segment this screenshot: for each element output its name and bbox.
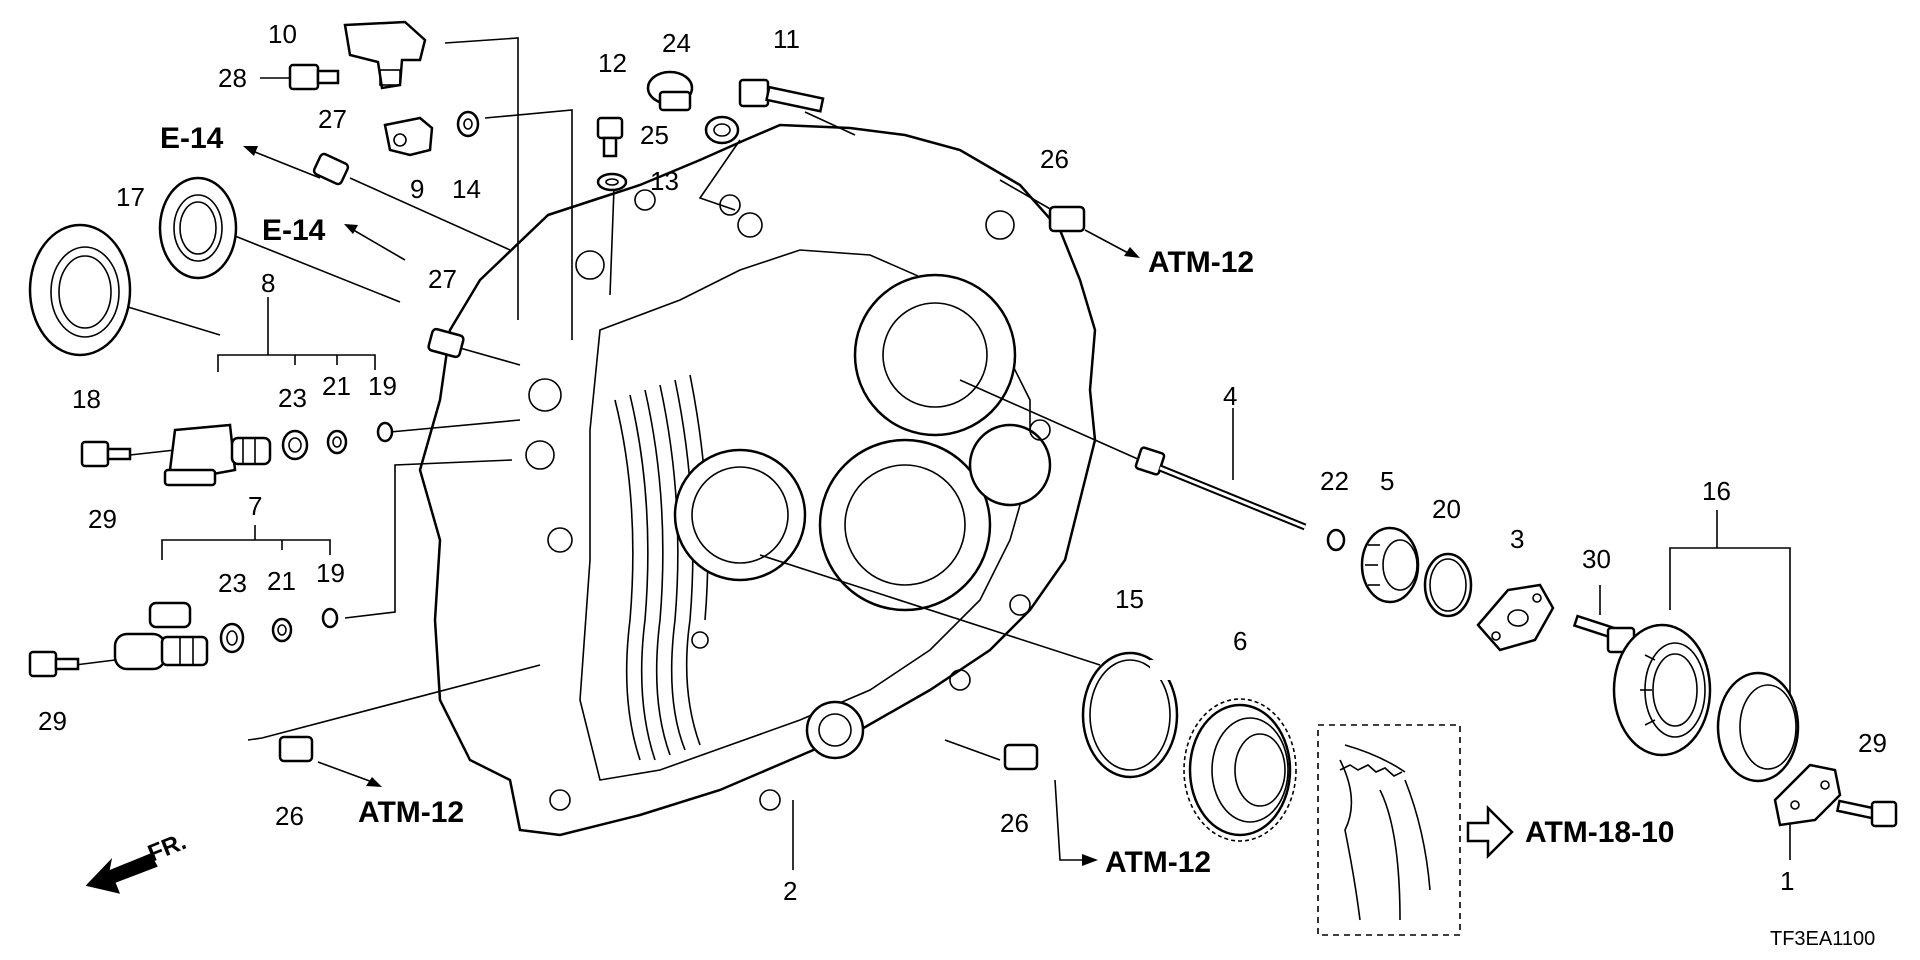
part-26-dowel-lower-right — [1003, 743, 1039, 771]
callout-19a: 19 — [368, 371, 397, 401]
callout-17: 17 — [116, 182, 145, 212]
part-19-oring-lower — [321, 607, 339, 629]
part-19-oring-upper — [376, 421, 394, 443]
callout-4: 4 — [1223, 381, 1237, 411]
part-3-plate — [1476, 583, 1555, 652]
callout-14: 14 — [452, 174, 481, 204]
atm-18-10-arrow — [1466, 804, 1514, 860]
ref-atm12-upper: ATM-12 — [1148, 246, 1254, 279]
callout-22: 22 — [1320, 466, 1349, 496]
part-27-dowel-upper — [312, 152, 350, 186]
part-8-solenoid — [163, 423, 272, 487]
part-12-bolt — [596, 116, 624, 158]
callout-numbers: 1 2 3 4 5 6 7 8 9 10 11 12 13 14 15 16 1… — [38, 19, 1887, 906]
callout-8: 8 — [261, 268, 275, 298]
callout-6: 6 — [1233, 626, 1247, 656]
callout-25: 25 — [640, 120, 669, 150]
ref-atm12-left: ATM-12 — [358, 796, 464, 829]
part-23-oring-upper — [281, 429, 309, 461]
part-6-parking-gear — [1183, 698, 1297, 842]
callout-30: 30 — [1582, 544, 1611, 574]
callout-28: 28 — [218, 63, 247, 93]
callout-5: 5 — [1380, 466, 1394, 496]
part-18-oil-seal — [28, 223, 132, 357]
callout-11: 11 — [773, 24, 800, 54]
callout-26c: 26 — [1000, 808, 1029, 838]
part-4-shaft — [1134, 446, 1307, 531]
callout-20: 20 — [1432, 494, 1461, 524]
part-15-snap-ring — [1081, 651, 1179, 779]
callout-3: 3 — [1510, 524, 1524, 554]
part-24-plug — [646, 70, 694, 112]
diagram-code: TF3EA1100 — [1770, 928, 1875, 950]
callout-23b: 23 — [218, 568, 247, 598]
callout-29a: 29 — [88, 504, 117, 534]
reference-labels: E-14 E-14 ATM-12 ATM-12 ATM-12 ATM-18-10 — [160, 122, 1674, 879]
callout-26a: 26 — [1040, 144, 1069, 174]
part-29-bolt-right — [1835, 799, 1898, 828]
callout-23a: 23 — [278, 383, 307, 413]
callout-18: 18 — [72, 384, 101, 414]
part-27-dowel-lower — [427, 327, 465, 359]
transmission-housing — [418, 123, 1097, 837]
front-marker-label: FR. — [144, 828, 190, 868]
callout-24: 24 — [662, 28, 691, 58]
part-26-dowel-upper — [1048, 205, 1086, 233]
part-17-oil-seal — [158, 176, 238, 280]
part-29-bolt-left-lower — [28, 650, 80, 678]
part-21-oring-upper — [326, 429, 348, 455]
callout-16: 16 — [1702, 476, 1731, 506]
ref-atm12-right: ATM-12 — [1105, 846, 1211, 879]
part-23-oring-lower — [219, 622, 245, 654]
part-26-dowel-lower-left — [278, 735, 314, 763]
part-7-solenoid — [113, 601, 209, 671]
callout-9: 9 — [410, 174, 424, 204]
ref-atm18-10: ATM-18-10 — [1525, 816, 1674, 849]
part-1-plate — [1773, 763, 1842, 827]
callout-15: 15 — [1115, 584, 1144, 614]
callout-26b: 26 — [275, 801, 304, 831]
callout-10: 10 — [268, 19, 297, 49]
ref-e14-lower: E-14 — [262, 214, 326, 247]
part-22-ring — [1326, 528, 1346, 552]
callout-7: 7 — [248, 491, 262, 521]
part-9-sensor — [383, 116, 434, 157]
part-10-bracket — [343, 20, 427, 90]
part-5-bearing — [1360, 526, 1420, 604]
part-14-washer — [456, 110, 480, 138]
callout-13: 13 — [650, 166, 679, 196]
part-28-bolt — [260, 63, 340, 91]
part-29-bolt-left-upper — [80, 440, 132, 468]
callout-27b: 27 — [428, 264, 457, 294]
callout-1: 1 — [1780, 866, 1794, 896]
callout-21b: 21 — [267, 566, 296, 596]
callout-29b: 29 — [38, 706, 67, 736]
callout-27a: 27 — [318, 104, 347, 134]
part-13-washer — [596, 172, 628, 192]
callout-19b: 19 — [316, 558, 345, 588]
part-21-oring-lower — [271, 617, 293, 643]
part-11-bolt — [738, 78, 825, 113]
callout-2: 2 — [783, 876, 797, 906]
part-chain-box — [1317, 724, 1461, 936]
callout-21a: 21 — [322, 371, 351, 401]
ref-e14-upper: E-14 — [160, 122, 224, 155]
callout-12: 12 — [598, 48, 627, 78]
part-16-bearing — [1612, 623, 1800, 783]
front-direction-arrow — [85, 853, 158, 894]
part-25-washer — [704, 115, 740, 145]
part-20-snap-ring — [1423, 552, 1473, 618]
callout-29c: 29 — [1858, 728, 1887, 758]
small-parts — [28, 20, 1898, 936]
